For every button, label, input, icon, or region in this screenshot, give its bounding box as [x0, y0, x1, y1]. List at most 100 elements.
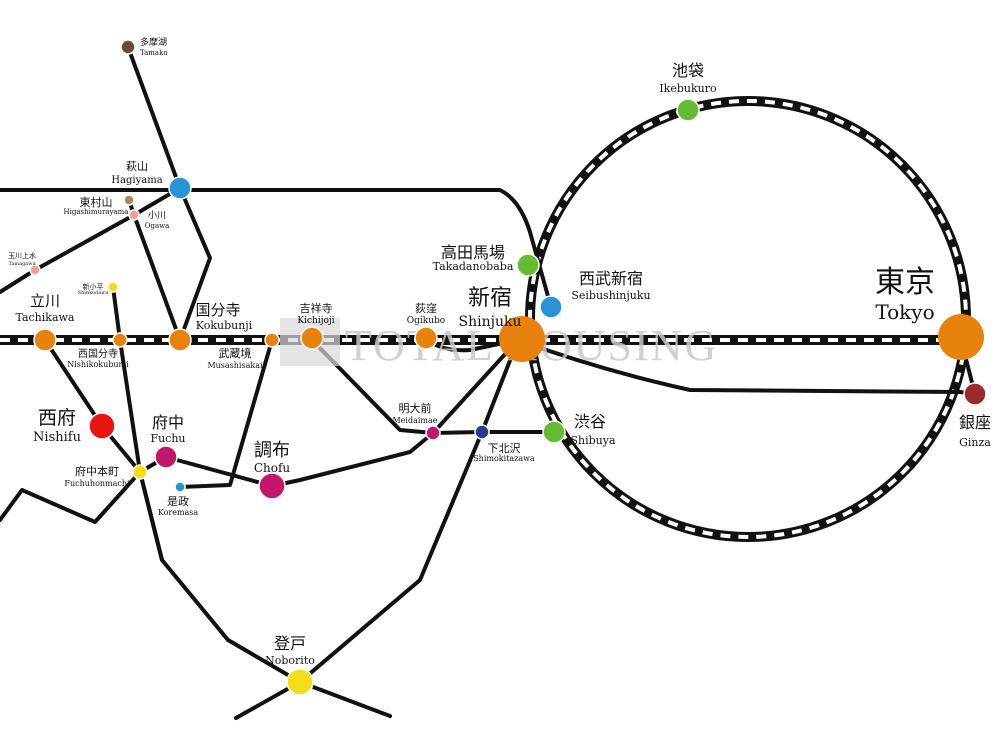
station-name-jp-takadanobaba: 高田馬場 — [441, 243, 505, 262]
station-marker-takadanobaba — [516, 253, 540, 277]
station-name-en-tachikawa: Tachikawa — [15, 311, 74, 324]
station-shinjuku: 新宿 Shinjuku — [459, 286, 545, 362]
station-marker-ginza — [963, 382, 987, 406]
station-marker-tachikawa — [33, 328, 57, 352]
station-name-jp-kichijoji: 吉祥寺 — [300, 301, 333, 315]
station-name-jp-kokubunji: 国分寺 — [195, 301, 240, 319]
station-name-en-nishikokubunji: Nishikokubunji — [67, 360, 129, 369]
station-marker-tokyo — [938, 314, 984, 360]
station-marker-tamako — [120, 39, 136, 55]
station-name-jp-nishikokubunji: 西国分寺 — [78, 348, 118, 360]
station-marker-hagiyama — [168, 176, 192, 200]
station-name-jp-seibushinjuku: 西武新宿 — [579, 269, 643, 288]
station-name-jp-chofu: 調布 — [254, 440, 290, 461]
station-name-jp-tachikawa: 立川 — [30, 292, 60, 310]
station-marker-shimokitazawa — [474, 424, 490, 440]
station-name-en-chofu: Chofu — [254, 461, 291, 475]
station-marker-chofu — [258, 472, 286, 500]
station-name-en-noborito: Noborito — [265, 654, 315, 667]
station-name-en-fuchu: Fuchu — [150, 432, 185, 445]
station-marker-noborito — [286, 668, 314, 696]
station-marker-meidaimae — [425, 425, 441, 441]
station-name-jp-shibuya: 渋谷 — [574, 412, 606, 431]
station-marker-koremasa — [174, 481, 186, 493]
station-marker-ikebukuro — [676, 98, 700, 122]
station-name-en-koremasa: Koremasa — [158, 508, 199, 517]
station-marker-seibushinjuku — [539, 295, 563, 319]
station-name-jp-fuchuhonmachi: 府中本町 — [75, 464, 119, 478]
station-name-en-nishifu: Nishifu — [33, 430, 81, 445]
station-marker-higashimurayama — [123, 194, 135, 206]
station-ginza: 銀座 Ginza — [959, 382, 991, 449]
station-name-en-higashimurayama: Higashimurayama — [64, 208, 129, 216]
station-name-jp-musashisakai: 武蔵境 — [219, 346, 252, 360]
station-name-en-ogikubo: Ogikubo — [407, 316, 445, 326]
station-marker-musashisakai — [264, 332, 280, 348]
station-name-jp-ginza: 銀座 — [959, 413, 991, 432]
station-name-en-tokyo: Tokyo — [875, 300, 934, 324]
station-ikebukuro: 池袋 Ikebukuro — [659, 61, 717, 122]
railway-lines — [0, 45, 977, 720]
station-name-jp-shinjuku: 新宿 — [468, 286, 512, 311]
station-name-en-ogawa: Ogawa — [145, 222, 170, 230]
station-shibuya: 渋谷 Shibuya — [542, 412, 616, 447]
station-name-en-shimokitazawa: Shimokitazawa — [473, 454, 535, 463]
station-marker-kokubunji — [168, 328, 192, 352]
station-name-en-ginza: Ginza — [959, 436, 991, 449]
station-name-en-hagiyama: Hagiyama — [111, 175, 162, 186]
station-name-en-shibuya: Shibuya — [570, 434, 615, 447]
station-name-en-fuchuhonmachi: Fuchuhonmachi — [64, 479, 130, 488]
station-name-jp-tamagawa: 玉川上水 — [8, 251, 36, 260]
station-name-jp-ikebukuro: 池袋 — [672, 61, 704, 80]
station-marker-nishifu — [88, 412, 116, 440]
station-name-en-takadanobaba: Takadanobaba — [433, 260, 514, 273]
station-marker-tamagawa — [29, 264, 41, 276]
station-name-jp-ogawa: 小川 — [148, 210, 166, 221]
station-name-en-meidaimae: Meidaimae — [392, 416, 437, 425]
station-name-en-kichijoji: Kichijoji — [297, 316, 334, 326]
station-name-jp-noborito: 登戸 — [274, 634, 306, 653]
station-name-en-tamako: Tamako — [140, 49, 168, 57]
station-marker-ogawa — [128, 209, 140, 221]
station-name-jp-shinkodaira: 新小平 — [83, 282, 104, 291]
station-name-jp-nishifu: 西府 — [38, 407, 76, 429]
station-name-en-ikebukuro: Ikebukuro — [659, 82, 717, 95]
station-name-en-tamagawa: Tamagawa — [8, 261, 35, 267]
station-name-en-seibushinjuku: Seibushinjuku — [571, 289, 650, 302]
station-name-jp-koremasa: 是政 — [167, 494, 189, 508]
station-marker-ogikubo — [414, 326, 438, 350]
station-name-jp-tamako: 多摩湖 — [140, 36, 167, 48]
station-name-jp-meidaimae: 明大前 — [399, 401, 432, 415]
station-marker-nishikokubunji — [112, 332, 128, 348]
station-name-en-shinjuku: Shinjuku — [459, 314, 522, 330]
station-name-jp-hagiyama: 萩山 — [126, 160, 148, 173]
station-name-jp-fuchu: 府中 — [152, 413, 184, 432]
station-marker-fuchuhonmachi — [132, 464, 148, 480]
station-name-jp-higashimurayama: 東村山 — [80, 195, 113, 209]
station-name-jp-shimokitazawa: 下北沢 — [488, 441, 521, 455]
station-marker-kichijoji — [300, 326, 324, 350]
station-marker-shibuya — [542, 420, 566, 444]
station-name-en-kokubunji: Kokubunji — [196, 319, 253, 332]
